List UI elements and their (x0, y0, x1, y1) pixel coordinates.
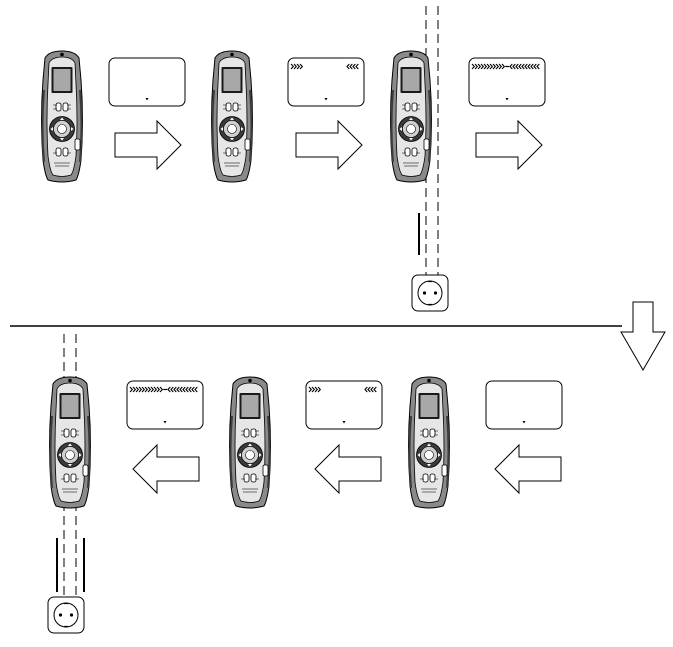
detector-device (210, 50, 254, 183)
detector-device (407, 376, 451, 509)
continue-down-arrow (620, 301, 666, 371)
detector-device (48, 376, 92, 509)
move-left-arrow (314, 444, 382, 494)
display-panel-centered (469, 58, 545, 106)
move-left-arrow (494, 444, 562, 494)
detector-device (40, 50, 84, 183)
move-left-arrow (132, 444, 200, 494)
wall-socket-icon (47, 596, 85, 634)
display-panel-blank (108, 57, 186, 107)
detector-device (389, 50, 433, 183)
move-right-arrow (475, 120, 543, 170)
move-right-arrow (295, 120, 363, 170)
detector-device (228, 376, 272, 509)
move-right-arrow (114, 120, 182, 170)
display-panel-approaching (306, 381, 382, 429)
display-panel-approaching (288, 58, 364, 106)
display-panel-blank (485, 380, 563, 430)
wall-socket-icon (411, 274, 449, 312)
display-panel-centered (127, 381, 203, 429)
